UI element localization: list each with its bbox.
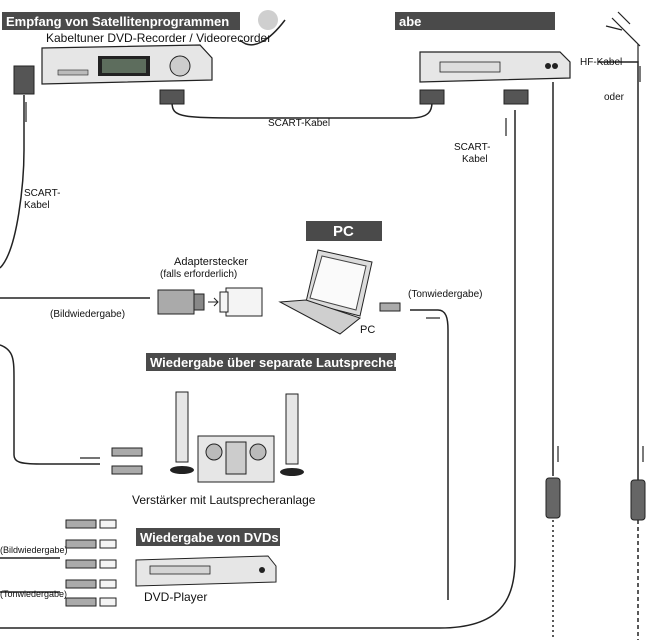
- banner-satellite-tail: [395, 12, 555, 30]
- scart-cable-right: [0, 110, 516, 629]
- label-ton-dvd: (Tonwiedergabe): [0, 589, 67, 599]
- scart-plug-top-left: [159, 89, 185, 105]
- label-recorder: Kabeltuner DVD-Recorder / Videorecorder: [46, 31, 271, 45]
- label-dvd-player: DVD-Player: [144, 590, 207, 604]
- direction-arrows: [25, 66, 644, 462]
- audio-cable-pc: [410, 309, 449, 600]
- adapter-plug: [219, 287, 263, 317]
- label-adapter-2: (falls erforderlich): [160, 269, 237, 280]
- label-pc-device: PC: [360, 324, 375, 336]
- label-scart-top: SCART-Kabel: [268, 118, 330, 129]
- label-hf-cable: HF-Kabel: [580, 57, 622, 68]
- hf-plug-right: [630, 479, 646, 521]
- audio-jack-plug: [379, 302, 401, 312]
- amplifier-device: [197, 435, 275, 483]
- label-adapter-1: Adapterstecker: [174, 256, 248, 268]
- label-scart-right-2: Kabel: [462, 154, 488, 165]
- speaker-left-icon: [170, 391, 194, 474]
- label-ton-pc: (Tonwiedergabe): [408, 289, 483, 300]
- rca-plugs-dvd: [65, 519, 97, 607]
- scart-plug-left: [13, 65, 35, 95]
- speaker-right-icon: [280, 393, 304, 476]
- satellite-dish-icon: [258, 10, 278, 30]
- banner-satellite: [2, 12, 240, 30]
- label-amp: Verstärker mit Lautsprecheranlage: [132, 493, 316, 507]
- label-oder: oder: [604, 92, 625, 103]
- hf-plug-left: [545, 477, 561, 519]
- rca-plugs-speakers: [111, 447, 143, 475]
- adapter-arrow-icon: [208, 297, 219, 307]
- banner-satellite-tail-text: abe: [399, 14, 421, 29]
- scart-cable-top: [171, 101, 433, 119]
- dvd-recorder-device: [41, 44, 213, 85]
- recorder-antenna-cable: [239, 19, 286, 46]
- laptop-icon: [278, 249, 373, 335]
- cables: [0, 19, 639, 640]
- dvd-player-device: [135, 555, 277, 587]
- banner-dvd-text: Wiedergabe von DVDs: [140, 530, 279, 545]
- banner-pc-text: PC: [333, 223, 354, 240]
- scart-cable-left: [0, 95, 25, 269]
- banner-dvd: [136, 528, 280, 546]
- label-scart-left-1: SCART-: [24, 188, 61, 199]
- label-scart-right-1: SCART-: [454, 142, 491, 153]
- banner-speakers: [146, 353, 396, 371]
- audio-cable: [0, 344, 100, 465]
- antenna-icon: [605, 11, 641, 62]
- label-bild-dvd: (Bildwiedergabe): [0, 545, 68, 555]
- label-scart-left-2: Kabel: [24, 200, 50, 211]
- banner-pc: [306, 221, 382, 241]
- banner-satellite-text: Empfang von Satellitenprogrammen: [6, 14, 229, 29]
- scart-plug-top-right: [503, 89, 529, 105]
- hf-cable-antenna: [598, 61, 639, 480]
- recorder-right-device: [419, 51, 571, 83]
- banner-speakers-text: Wiedergabe über separate Lautsprecher: [150, 355, 398, 370]
- label-bild-pc: (Bildwiedergabe): [50, 309, 125, 320]
- scart-plug-top-mid: [419, 89, 445, 105]
- rca-plugs-dvd-right: [99, 519, 117, 607]
- vga-plug: [157, 289, 205, 315]
